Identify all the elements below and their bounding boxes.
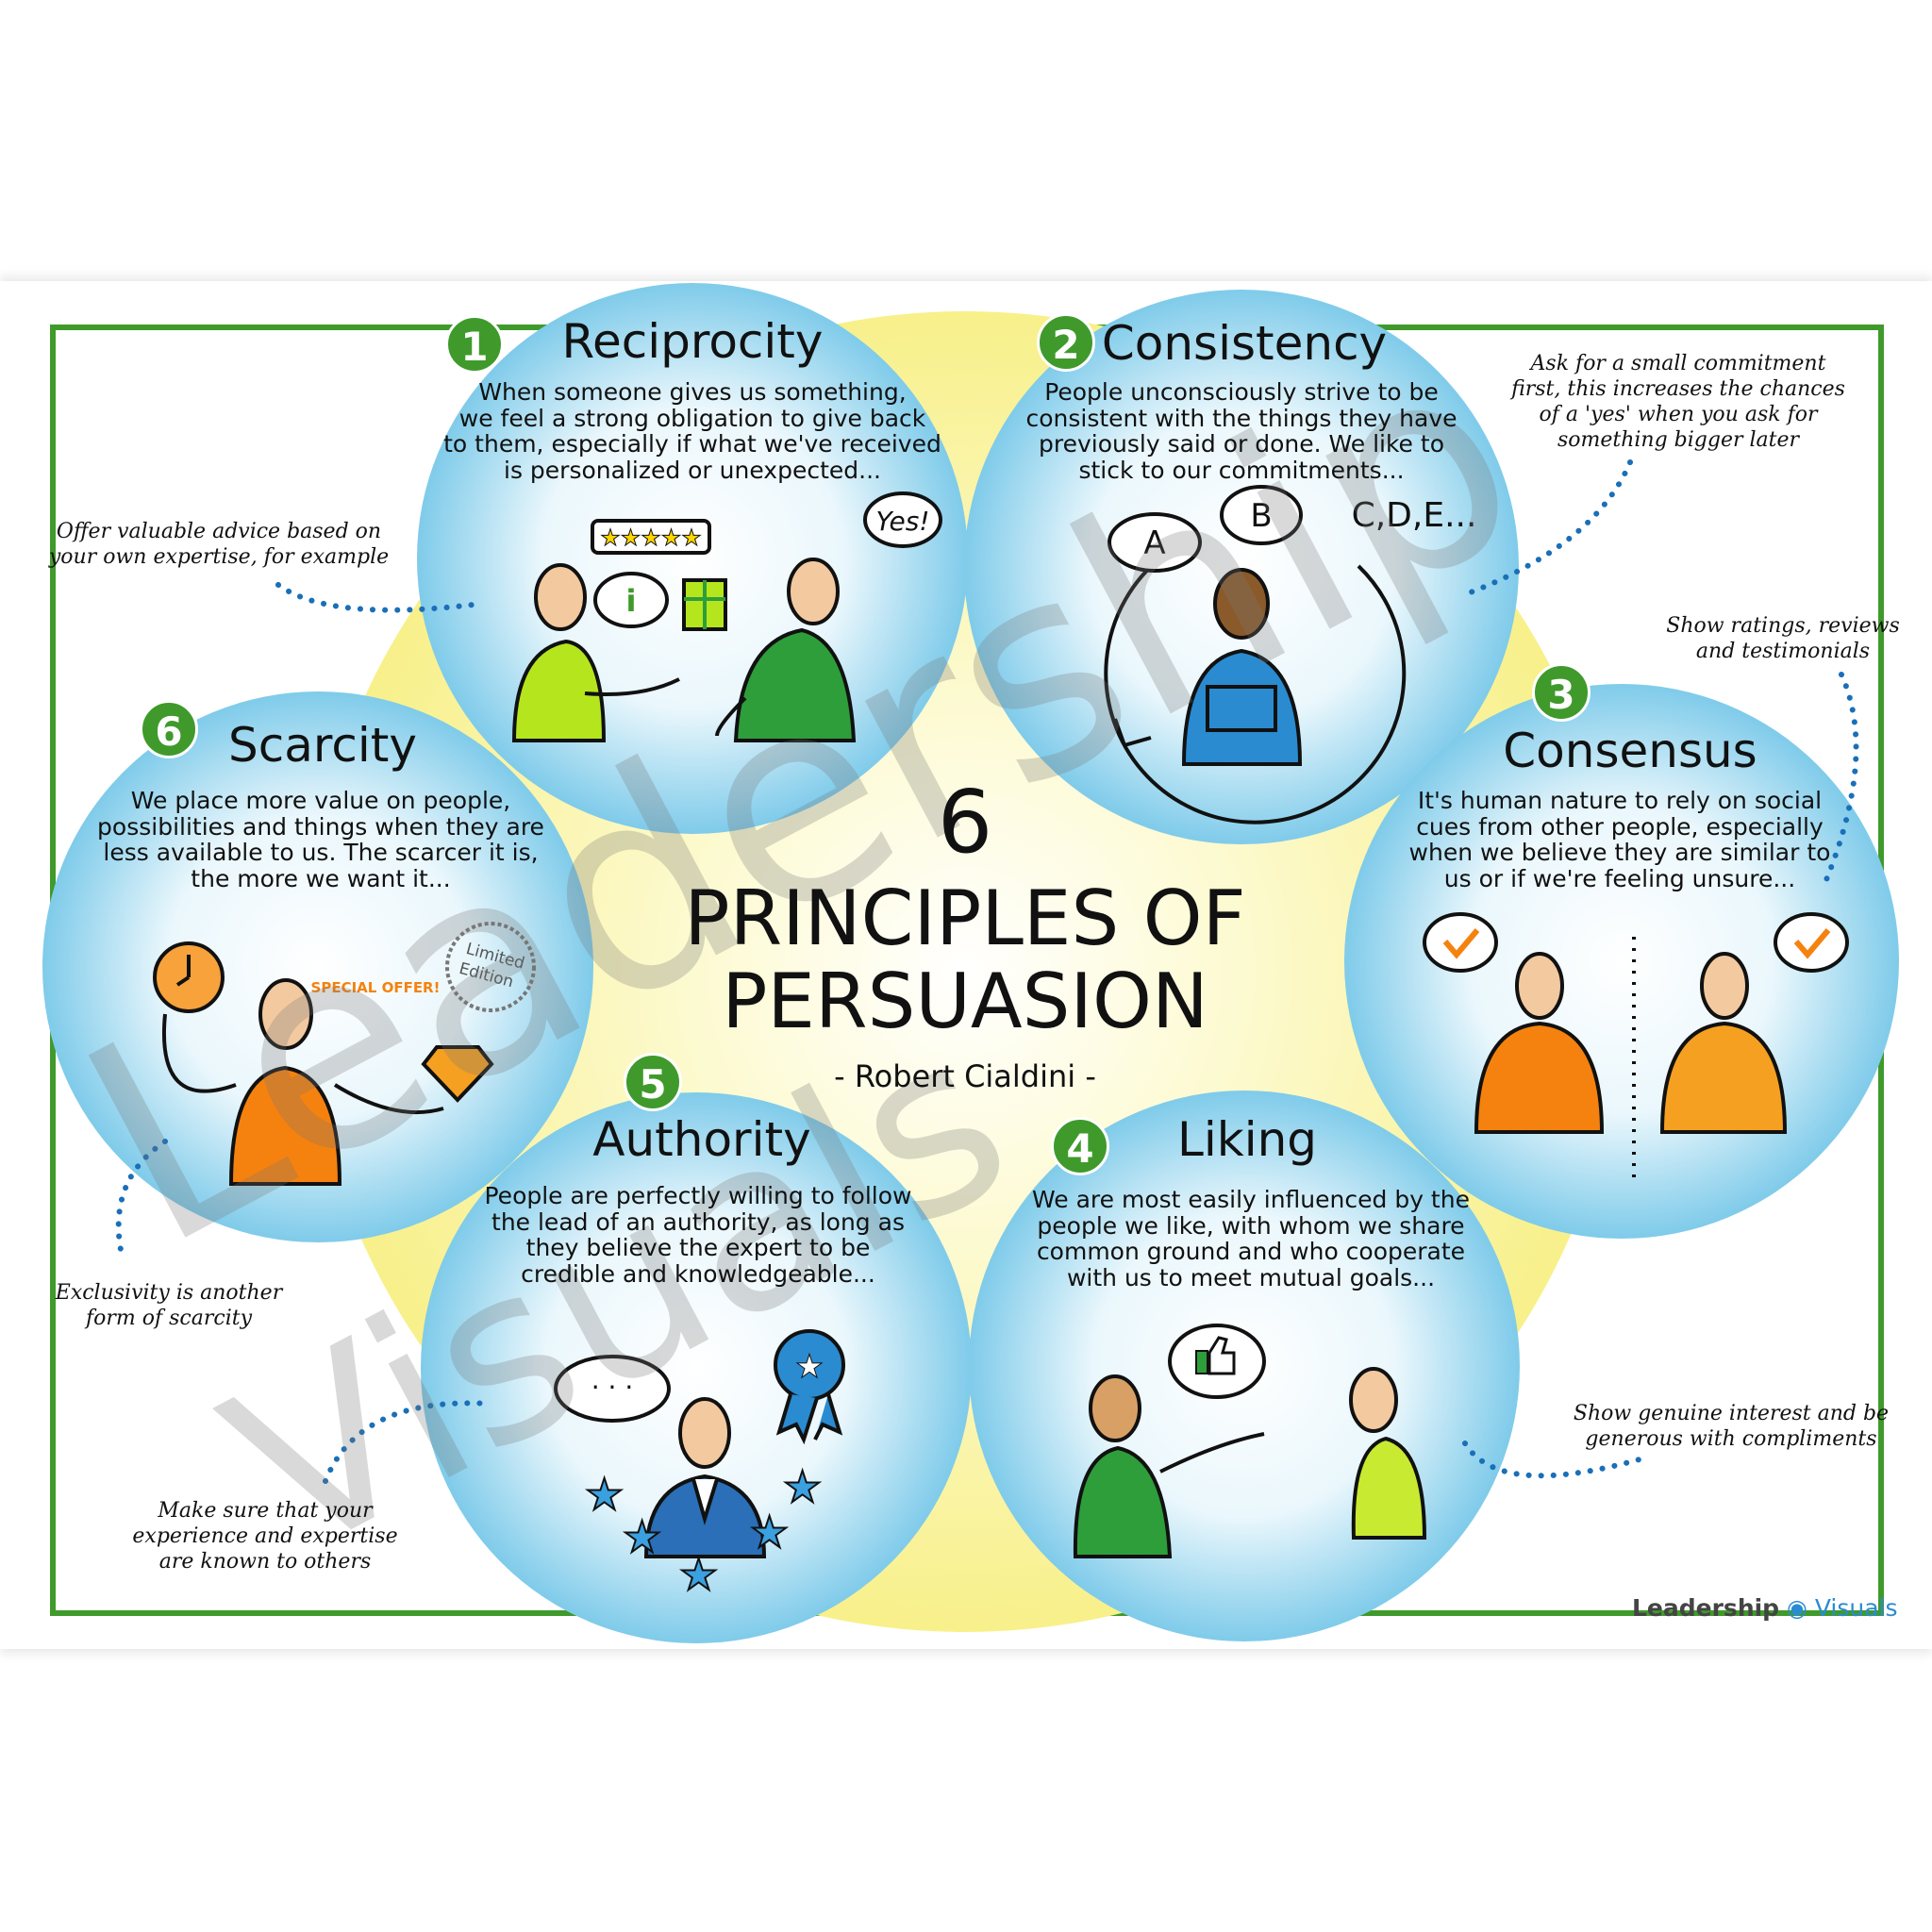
speech-bubble-icon: [554, 1355, 671, 1423]
cycle-arrow-icon: [1104, 555, 1407, 824]
bubble-cde-text: C,D,E...: [1352, 496, 1477, 535]
rating-stars-icon: [591, 519, 711, 555]
yes-bubble-text: Yes!: [875, 506, 929, 537]
brand-logo: Leadership ◉ Visuals: [1632, 1594, 1898, 1622]
connector-scarcity: [115, 1139, 168, 1253]
bubble-b-text: B: [1250, 497, 1272, 535]
connector-consensus: [1823, 672, 1859, 885]
star-icon: ★: [783, 1461, 822, 1512]
connector-liking: [1462, 1441, 1649, 1479]
puzzle-icon: [1206, 685, 1277, 732]
author: - Robert Cialdini -: [834, 1058, 1096, 1094]
heading-liking: Liking: [1176, 1112, 1318, 1167]
svg-text:i: i: [626, 583, 637, 619]
reciprocity-illustration: ★★★★★ i Yes!: [511, 491, 942, 742]
heading-authority: Authority: [592, 1112, 811, 1167]
bubble-b: [1220, 485, 1303, 545]
person-icon: [511, 639, 607, 742]
connector-authority: [323, 1400, 493, 1484]
heading-scarcity: Scarcity: [228, 718, 417, 773]
star-icon: ★: [750, 1507, 789, 1557]
consistency-illustration: A B C,D,E...: [1104, 485, 1477, 824]
checkmark-bubble-icon: [1423, 912, 1498, 973]
person-icon: [1349, 1367, 1398, 1433]
person-icon: [1700, 952, 1749, 1020]
person-icon: [1474, 1021, 1605, 1134]
number-badge: 6: [140, 700, 198, 758]
person-icon: [1659, 1021, 1788, 1134]
svg-text:★★★★★: ★★★★★: [600, 525, 702, 551]
page-title: PRINCIPLES OF PERSUASION: [588, 877, 1342, 1043]
person-icon: [787, 558, 840, 625]
heading-consistency: Consistency: [1101, 316, 1388, 371]
circle-authority: [421, 1092, 972, 1643]
heading-reciprocity: Reciprocity: [561, 314, 824, 369]
yes-bubble-icon: [863, 491, 942, 548]
title-number: 6: [937, 772, 993, 873]
person-icon: [1515, 952, 1564, 1020]
diamond-icon: [421, 1045, 494, 1103]
person-icon: [534, 563, 587, 631]
person-icon: [1089, 1374, 1141, 1442]
connector-consistency: [1457, 459, 1633, 599]
stamp-icon: [445, 922, 536, 1012]
logo-text: Visuals: [1814, 1594, 1898, 1622]
person-icon: [228, 1065, 342, 1186]
circle-scarcity: [42, 691, 593, 1242]
connector-reciprocity: [275, 582, 484, 613]
person-icon: [1073, 1445, 1173, 1558]
number-badge: 1: [445, 315, 504, 374]
text-scarcity: We place more value on people,possibilit…: [97, 787, 544, 892]
svg-text:★: ★: [795, 1348, 824, 1386]
number-badge: 3: [1532, 663, 1591, 722]
person-icon: [1351, 1436, 1427, 1540]
eye-icon: ◉: [1787, 1594, 1807, 1622]
info-bubble-icon: [593, 572, 669, 628]
authority-illustration: · · · ★ ★ ★ ★ ★ ★: [554, 1329, 845, 1601]
number-badge: 4: [1051, 1117, 1109, 1175]
title-line: PRINCIPLES OF: [684, 874, 1246, 962]
consensus-illustration: [1423, 912, 1849, 1179]
title-line: PERSUASION: [722, 958, 1208, 1045]
number-badge: 2: [1037, 313, 1095, 372]
bubble-a: [1108, 512, 1202, 573]
bubble-a-text: A: [1143, 525, 1165, 562]
text-reciprocity: When someone gives us something,we feel …: [443, 378, 941, 484]
logo-text: Leadership: [1632, 1594, 1780, 1622]
circle-consistency: [964, 290, 1519, 844]
person-icon: [733, 627, 857, 742]
svg-text:· · ·: · · ·: [591, 1372, 634, 1403]
liking-illustration: [1073, 1324, 1427, 1558]
checkmark-bubble-icon: [1774, 912, 1849, 973]
special-offer-text: SPECIAL OFFER!: [311, 979, 441, 996]
star-icon: ★: [679, 1549, 718, 1600]
star-icon: ★: [623, 1511, 661, 1562]
number-badge: 5: [624, 1053, 682, 1111]
person-icon: [678, 1397, 731, 1469]
star-icon: ★: [585, 1469, 624, 1520]
heading-consensus: Consensus: [1503, 724, 1757, 778]
person-icon: [258, 978, 313, 1050]
person-icon: [1213, 568, 1270, 640]
